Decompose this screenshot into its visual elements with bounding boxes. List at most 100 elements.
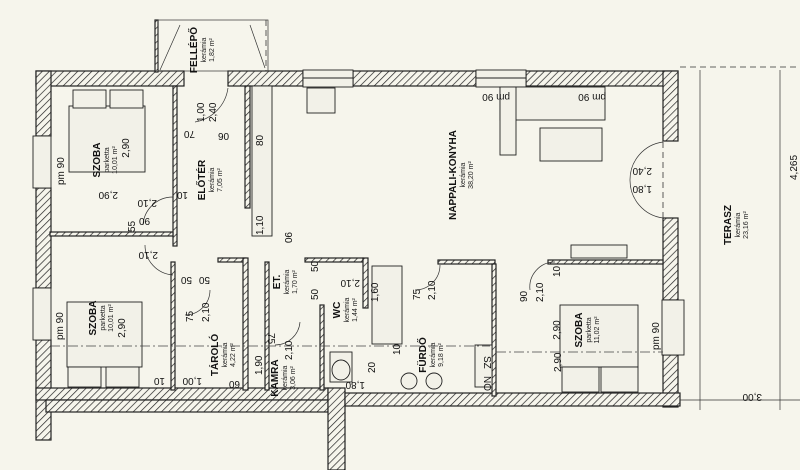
room-floor: kerámia — [460, 162, 467, 187]
room-name: TÁROLÓ — [208, 334, 221, 376]
room-floor: kerámia — [344, 297, 351, 322]
dim-label: 3,00 — [742, 391, 762, 402]
dim-label: pm 90 — [482, 91, 510, 102]
room-area: 1,70 m² — [292, 269, 299, 293]
room-name: ET. — [272, 275, 283, 290]
room-area: 1,82 m² — [209, 37, 216, 61]
room-name: SZOBA — [92, 143, 103, 178]
dim-label: 20 — [367, 361, 378, 373]
room-terasz: TERASZ kerámia 23,16 m² — [723, 205, 750, 245]
room-floor: parketta — [586, 317, 593, 342]
dim-label: 2,10 — [284, 340, 295, 360]
room-area: 10,01 m² — [108, 304, 115, 332]
dim-label: 50 — [310, 288, 321, 300]
room-et: ET. kerámia 1,70 m² — [272, 269, 299, 294]
dim-label: 2,10 — [340, 277, 360, 288]
dim-label: 10 — [176, 189, 188, 200]
dim-label: pm 90 — [651, 322, 662, 350]
dim-label: 1,00 — [182, 375, 202, 386]
dim-label: 2,10 — [137, 197, 157, 208]
dim-label: 1,80 — [632, 183, 652, 194]
doors — [142, 87, 664, 346]
room-floor: kerámia — [735, 212, 742, 237]
windows — [32, 69, 685, 356]
dim-label: 90 — [218, 132, 230, 143]
room-szoba-2: SZOBA parketta 10,01 m² 2,90 — [88, 301, 128, 338]
dim-label: pm 90 — [578, 91, 606, 102]
room-name: ELŐTÉR — [195, 159, 208, 200]
room-area: 10,01 m² — [112, 146, 119, 174]
dim-label: 55 — [127, 220, 138, 232]
room-nappali-konyha: NAPPALI-KONYHA kerámia 38,20 m² — [448, 130, 475, 220]
room-furdo: FÜRDŐ kerámia 9,18 m² — [416, 337, 445, 373]
dim-label: 1,00 — [196, 102, 207, 122]
dim-label: SZ — [481, 356, 492, 369]
walls — [35, 19, 681, 470]
dim-label: 1,10 — [255, 215, 266, 235]
dim-label: 4,265 — [789, 155, 800, 180]
room-floor: kerámia — [209, 167, 216, 192]
dim-label: 06 — [139, 217, 151, 228]
dim-label: 80 — [255, 134, 266, 146]
room-name: NAPPALI-KONYHA — [448, 130, 459, 220]
room-szoba-1: SZOBA parketta 10,01 m² 2,90 — [92, 138, 132, 178]
dim-label: 50 — [310, 260, 321, 272]
dim-label: pm 90 — [56, 157, 67, 185]
dim-label: 2,40 — [208, 102, 219, 122]
dim-label: 60 — [228, 378, 240, 389]
room-floor: parketta — [100, 305, 107, 330]
dim-label: 75 — [185, 310, 196, 322]
room-floor: kerámia — [284, 269, 291, 294]
dim-label: 2,40 — [632, 165, 652, 176]
room-height: 2,90 — [121, 138, 132, 158]
dim-label: 10 — [392, 343, 403, 355]
dim-label: 1,80 — [345, 379, 365, 390]
dim-label: 10 — [552, 265, 563, 277]
room-eloter: ELŐTÉR kerámia 7,05 m² — [195, 159, 224, 200]
room-wc: WC kerámia 1,44 m² — [332, 297, 359, 322]
room-tarolo: TÁROLÓ kerámia 4,22 m² — [208, 334, 237, 376]
room-height: 2,90 — [117, 318, 128, 338]
room-name: KAMRA — [270, 359, 281, 396]
room-area: 4,22 m² — [230, 342, 237, 366]
dim-label: 2,90 — [553, 352, 564, 372]
dim-label: 90 — [519, 290, 530, 302]
dim-label: 2,10 — [535, 282, 546, 302]
dim-label: 2,10 — [138, 249, 158, 260]
dim-label: 1,60 — [370, 282, 381, 302]
room-area: 3,06 m² — [290, 365, 297, 389]
room-floor: kerámia — [222, 342, 229, 367]
dim-label: 70 — [183, 128, 195, 139]
room-name: SZOBA — [88, 301, 99, 336]
room-area: 7,05 m² — [217, 167, 224, 191]
dim-label: 10 — [153, 375, 165, 386]
dim-label: 2,10 — [427, 280, 438, 300]
room-name: SZOBA — [574, 313, 585, 348]
room-floor: kerámia — [282, 365, 289, 390]
room-area: 9,18 m² — [438, 342, 445, 366]
dim-label: 50 — [198, 274, 210, 285]
dim-label: 75 — [412, 288, 423, 300]
room-area: 38,20 m² — [468, 161, 475, 189]
room-name: FELLÉPŐ — [187, 27, 200, 73]
room-floor: kerámia — [201, 37, 208, 62]
room-height: 2,90 — [552, 320, 563, 340]
room-fellepo: FELLÉPŐ kerámia 1,82 m² — [187, 27, 216, 73]
dim-label: 50 — [180, 274, 192, 285]
terrace-outline — [157, 19, 800, 410]
room-kamra: KAMRA kerámia 3,06 m² — [270, 359, 297, 396]
room-name: TERASZ — [723, 205, 734, 245]
room-floor: parketta — [104, 147, 111, 172]
dim-label: 2,10 — [201, 302, 212, 322]
dim-label: 90 — [282, 232, 293, 244]
dimension-labels: 1,00 2,40 70 90 80 pm 90 2,90 2,10 10 55… — [55, 91, 800, 402]
dim-label: 1,90 — [254, 355, 265, 375]
dim-label: 2,90 — [98, 189, 118, 200]
furniture — [50, 85, 663, 393]
room-floor: kerámia — [430, 342, 437, 367]
dim-label: pm 90 — [55, 312, 66, 340]
room-szoba-3: SZOBA parketta 11,02 m² 2,90 — [552, 313, 601, 348]
room-area: 23,16 m² — [743, 211, 750, 239]
dim-label: 75 — [265, 333, 276, 345]
